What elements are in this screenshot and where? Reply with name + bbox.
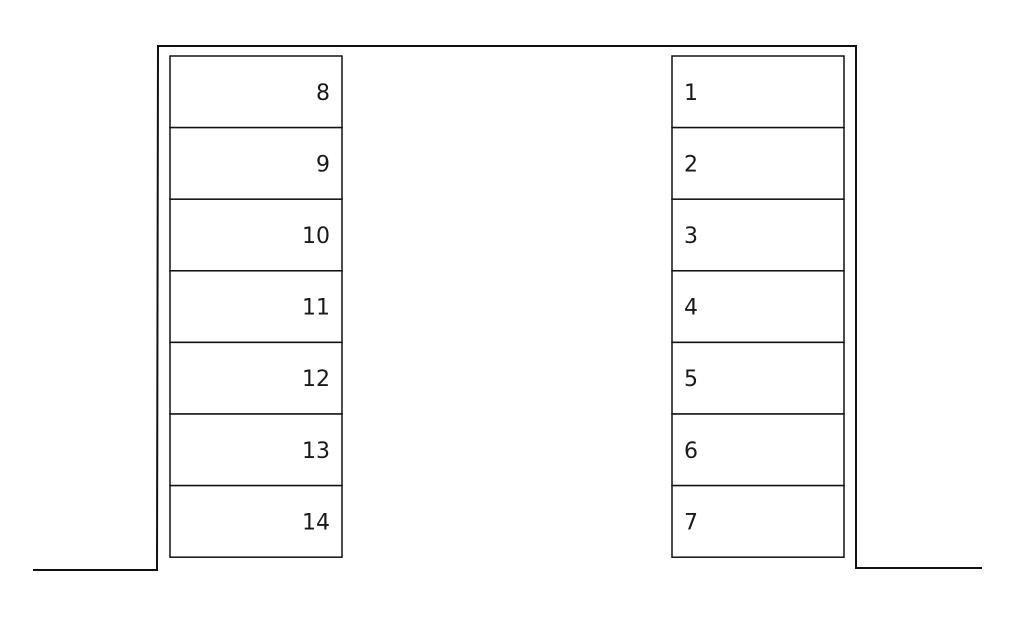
cell-box <box>671 270 845 344</box>
cell-label: 14 <box>302 510 330 535</box>
right-column-cell: 7 <box>671 484 845 558</box>
enclosure-outline <box>33 45 982 571</box>
cell-box <box>169 413 343 487</box>
cell-box <box>671 55 845 129</box>
left-column-cell: 10 <box>169 198 343 272</box>
cell-label: 3 <box>684 224 698 249</box>
cell-box <box>671 126 845 200</box>
cell-box <box>671 484 845 558</box>
right-column-cell: 3 <box>671 198 845 272</box>
cell-box <box>169 484 343 558</box>
left-column-cell: 8 <box>169 55 343 129</box>
cell-label: 10 <box>302 224 330 249</box>
right-column: 1 2 3 4 5 6 7 <box>671 55 845 558</box>
left-column-cell: 9 <box>169 126 343 200</box>
cell-label: 2 <box>684 152 698 177</box>
left-column-cell: 14 <box>169 484 343 558</box>
right-column-cell: 2 <box>671 126 845 200</box>
left-column-cell: 13 <box>169 413 343 487</box>
cell-label: 8 <box>316 81 330 106</box>
cell-box <box>671 413 845 487</box>
left-column: 8 9 10 11 12 13 14 <box>169 55 343 558</box>
cell-box <box>169 126 343 200</box>
right-column-cell: 4 <box>671 270 845 344</box>
cell-label: 11 <box>302 296 330 321</box>
cell-box <box>671 198 845 272</box>
cell-label: 6 <box>684 439 698 464</box>
cell-label: 4 <box>684 296 698 321</box>
cell-label: 5 <box>684 367 698 392</box>
cell-label: 9 <box>316 152 330 177</box>
right-column-cell: 5 <box>671 341 845 415</box>
cell-label: 13 <box>302 439 330 464</box>
cell-box <box>169 341 343 415</box>
right-column-cell: 6 <box>671 413 845 487</box>
right-column-cell: 1 <box>671 55 845 129</box>
cell-label: 7 <box>684 510 698 535</box>
cell-box <box>671 341 845 415</box>
cell-box <box>169 270 343 344</box>
cell-label: 1 <box>684 81 698 106</box>
left-column-cell: 11 <box>169 270 343 344</box>
cell-label: 12 <box>302 367 330 392</box>
left-column-cell: 12 <box>169 341 343 415</box>
